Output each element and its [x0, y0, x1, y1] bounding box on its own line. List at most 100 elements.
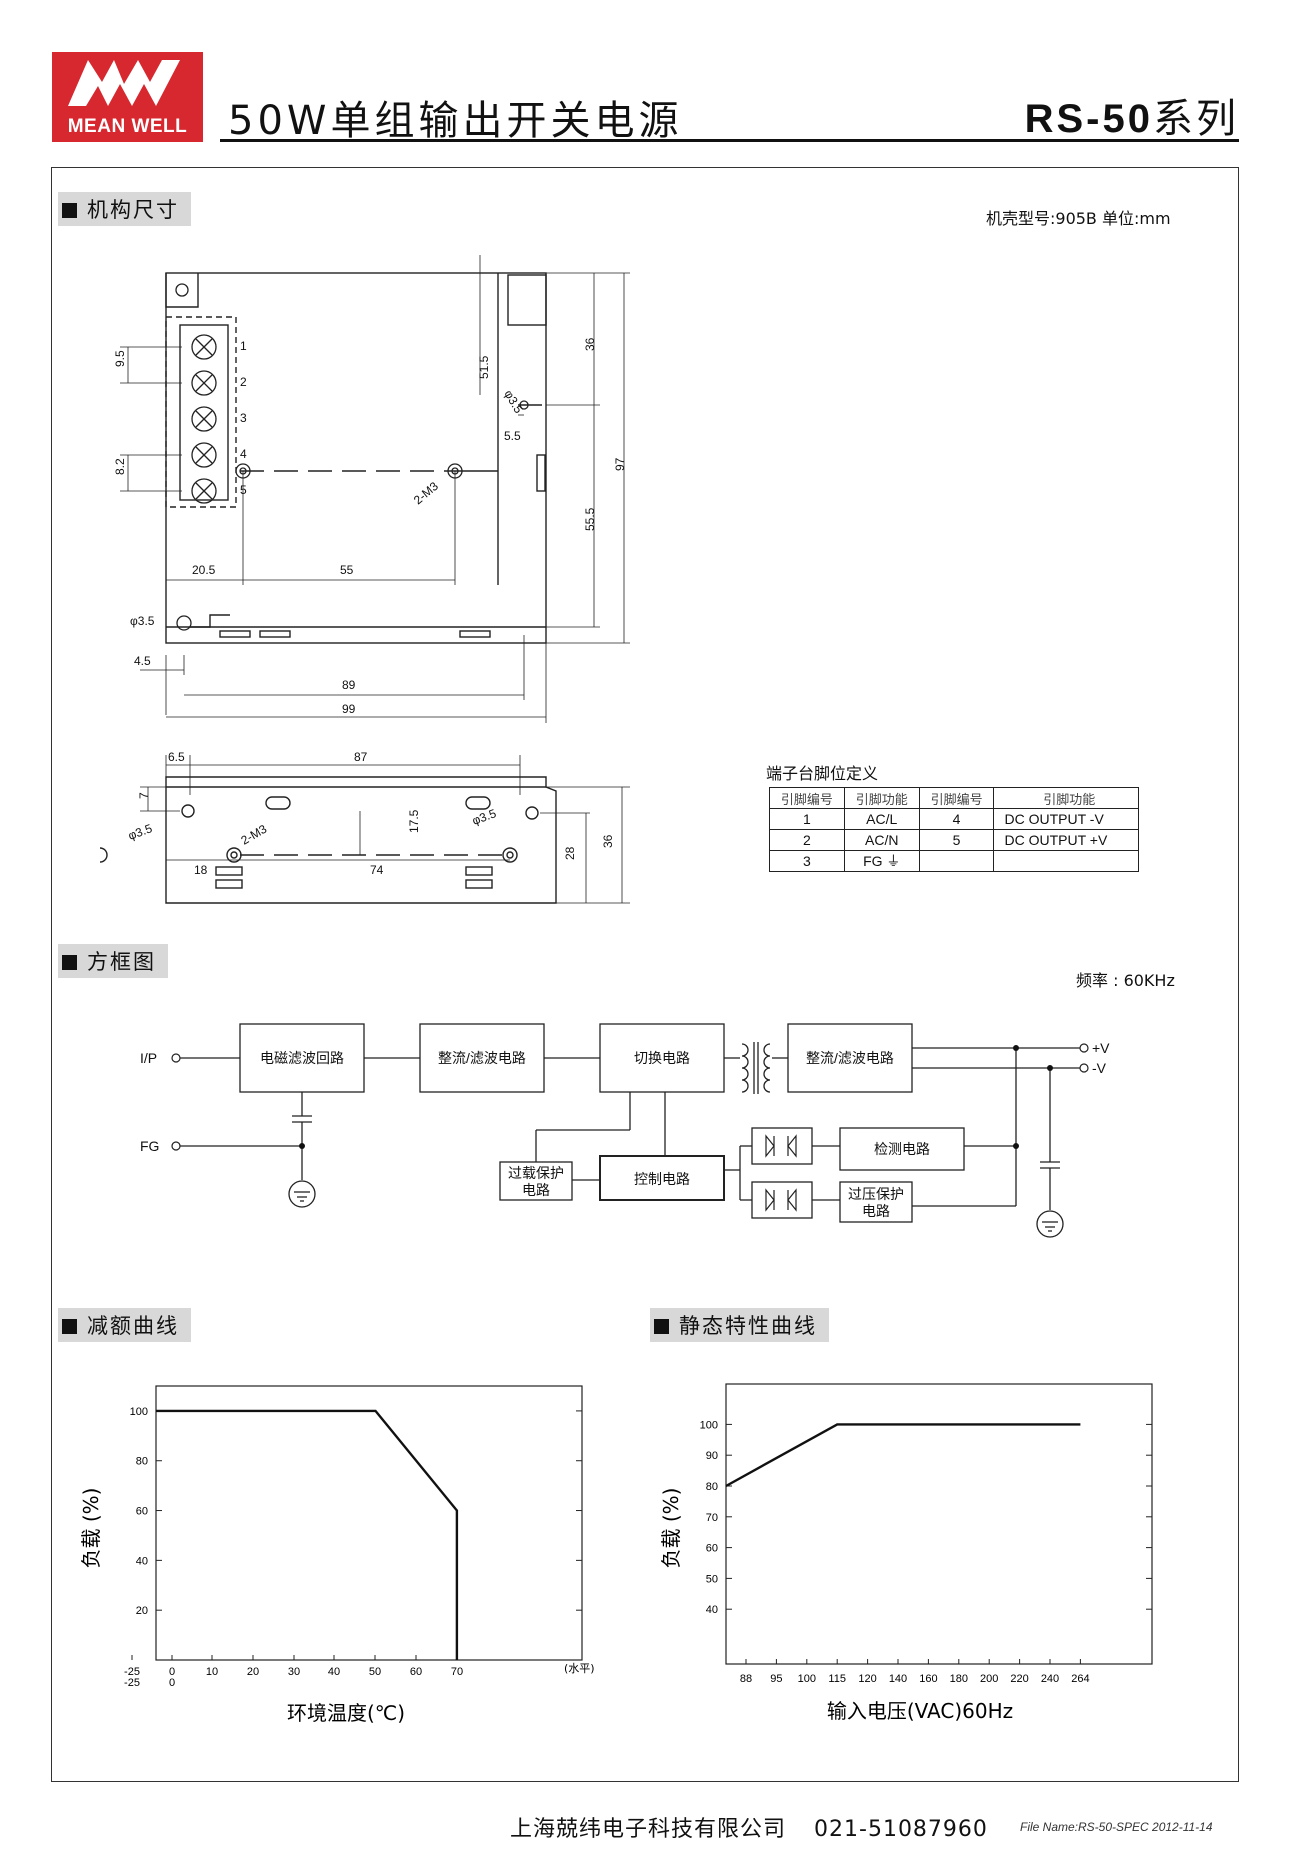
table-cell [918, 850, 995, 872]
dim-5-5: 5.5 [504, 429, 521, 443]
dim-phi-3-5-b: φ3.5 [501, 388, 526, 416]
ground-icons [288, 1180, 1064, 1238]
dim-51-5: 51.5 [477, 355, 491, 379]
bullet-square-icon [62, 955, 77, 970]
x-tick-label-2: 0 [169, 1677, 175, 1689]
table-row: 3 FG ⏚ [769, 850, 1139, 872]
block-ovp-2: 电路 [862, 1203, 890, 1219]
dim-6-5: 6.5 [168, 750, 185, 764]
block-olp-1: 过载保护 [508, 1165, 564, 1181]
label-fg: FG [140, 1138, 159, 1154]
terminal-no-4: 4 [240, 447, 247, 461]
dim-20-5: 20.5 [192, 563, 216, 577]
dim-2-m3-side: 2-M3 [239, 822, 270, 848]
block-detect: 检测电路 [874, 1141, 930, 1157]
table-cell: 2 [769, 829, 845, 851]
content-frame [51, 167, 1239, 1782]
x-tick-label: 30 [288, 1666, 300, 1678]
dim-7: 7 [137, 792, 151, 799]
y-tick-label: 100 [700, 1419, 718, 1431]
static-xlabel: 输入电压(VAC)60Hz [827, 1699, 1013, 1723]
block-rectifier-2: 整流/滤波电路 [806, 1050, 894, 1066]
table-cell: 3 [769, 850, 845, 872]
dim-99: 99 [342, 702, 356, 716]
label-ip: I/P [140, 1050, 157, 1066]
y-tick-label: 80 [136, 1456, 148, 1468]
section-mechanical-label: 机构尺寸 [87, 198, 179, 222]
case-note: 机壳型号:905B 单位:mm [986, 209, 1171, 228]
header-rule [220, 139, 1239, 142]
x-tick-label: 70 [451, 1666, 463, 1678]
transformer-icon [741, 1042, 771, 1094]
series-model: RS-50 [1024, 97, 1153, 141]
table-header-row: 引脚编号 引脚功能 引脚编号 引脚功能 [769, 787, 1139, 809]
table-cell: AC/L [843, 808, 920, 830]
derating-xlabel: 环境温度(℃) [287, 1701, 405, 1725]
file-name: File Name:RS-50-SPEC 2012-11-14 [1020, 1820, 1213, 1834]
dim-phi-3-5-a: φ3.5 [130, 614, 155, 628]
block-control: 控制电路 [634, 1171, 690, 1187]
footer-phone: 021-51087960 [814, 1817, 988, 1842]
dim-phi-3-5-c: φ3.5 [126, 821, 154, 843]
case-outline [165, 272, 547, 644]
x-tick-label: 60 [410, 1666, 422, 1678]
terminal-no-3: 3 [240, 411, 247, 425]
table-header: 引脚功能 [993, 787, 1139, 809]
x-tick-label: 140 [889, 1673, 907, 1685]
y-tick-label: 50 [706, 1573, 718, 1585]
derating-x-suffix: (水平) [564, 1662, 595, 1675]
table-row: 1 AC/L 4 DC OUTPUT -V [769, 808, 1139, 830]
table-cell: 1 [769, 808, 845, 830]
dim-4-5: 4.5 [134, 654, 151, 668]
series-title: RS-50系列 [1025, 86, 1239, 144]
x-tick-label: 115 [828, 1673, 846, 1685]
x-tick-label: 40 [328, 1666, 340, 1678]
table-cell: DC OUTPUT +V [993, 829, 1139, 851]
derating-ylabel: 负载 (%) [79, 1488, 103, 1569]
block-olp-2: 电路 [522, 1182, 550, 1198]
block-ovp-1: 过压保护 [848, 1186, 904, 1202]
mechanical-drawing: 1 2 3 4 5 9.5 8.2 20.5 55 φ3.5 4.5 89 99… [100, 255, 630, 904]
table-cell: 4 [918, 808, 995, 830]
x-tick-label: 160 [919, 1673, 937, 1685]
dim-55: 55 [340, 563, 354, 577]
mw-logo-icon [68, 60, 180, 106]
terminal-no-2: 2 [240, 375, 247, 389]
x-tick-label: -25 [124, 1666, 140, 1678]
dim-18: 18 [194, 863, 208, 877]
x-tick-label: 120 [858, 1673, 876, 1685]
dim-2-m3-top: 2-M3 [411, 479, 441, 508]
dim-17-5: 17.5 [407, 809, 421, 833]
y-tick-label: 80 [706, 1481, 718, 1493]
x-tick-label: 88 [740, 1673, 752, 1685]
bullet-square-icon [62, 203, 77, 218]
table-row: 2 AC/N 5 DC OUTPUT +V [769, 829, 1139, 851]
series-suffix: 系列 [1153, 96, 1239, 142]
dim-74: 74 [370, 863, 384, 877]
section-mechanical: 机构尺寸 [58, 192, 191, 226]
table-header: 引脚编号 [918, 787, 995, 809]
y-tick-label: 70 [706, 1512, 718, 1524]
dim-28: 28 [563, 846, 577, 860]
table-header: 引脚编号 [769, 787, 845, 809]
section-derating: 减额曲线 [58, 1308, 191, 1342]
table-cell: 5 [918, 829, 995, 851]
dim-9-5: 9.5 [113, 350, 127, 367]
y-tick-label: 60 [136, 1506, 148, 1518]
x-tick-label: 100 [798, 1673, 816, 1685]
y-tick-label: 100 [130, 1406, 148, 1418]
table-cell: AC/N [843, 829, 920, 851]
section-derating-label: 减额曲线 [87, 1314, 179, 1338]
section-static: 静态特性曲线 [650, 1308, 829, 1342]
block-switch: 切换电路 [634, 1050, 690, 1066]
x-tick-label: 50 [369, 1666, 381, 1678]
dim-55-5: 55.5 [583, 507, 597, 531]
terminal-no-1: 1 [240, 339, 247, 353]
section-block-diagram: 方框图 [58, 944, 168, 978]
x-tick-label: 220 [1010, 1673, 1028, 1685]
